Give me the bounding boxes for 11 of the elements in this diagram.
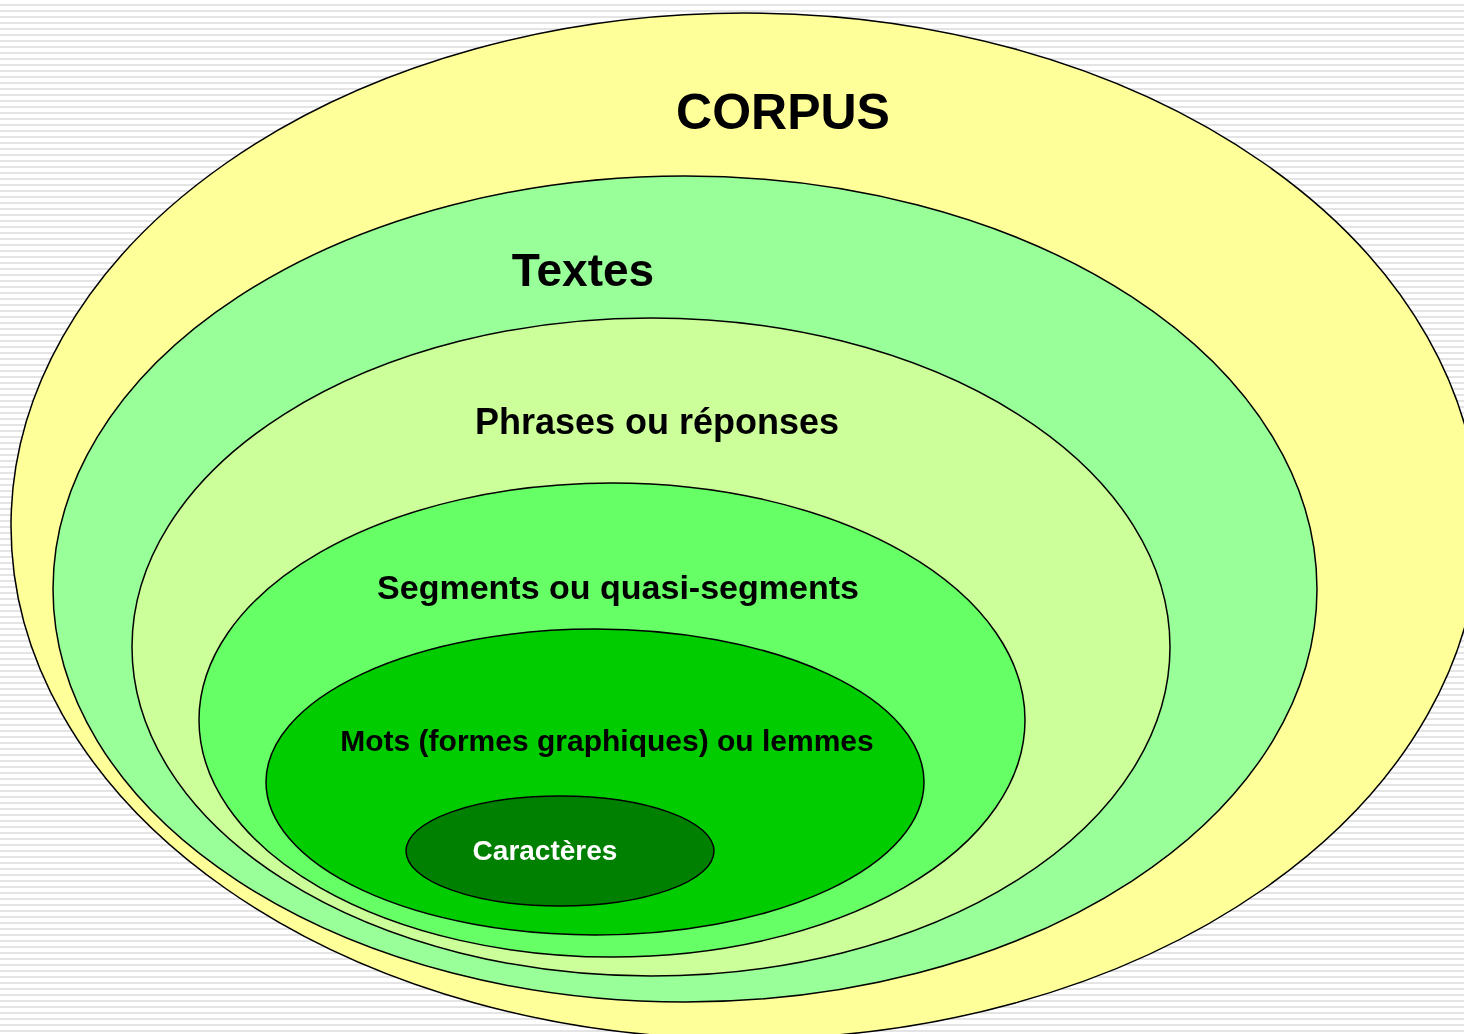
ellipse: [265, 628, 925, 936]
ellipse-label: Textes: [511, 247, 655, 293]
ellipse: [131, 317, 1171, 977]
ellipse-label: Phrases ou réponses: [474, 404, 840, 440]
ellipse-label: CORPUS: [676, 87, 890, 137]
ellipse-label: Caractères: [472, 837, 618, 865]
ellipse: [52, 175, 1318, 1003]
ellipse: [198, 482, 1026, 958]
ellipse-label: Mots (formes graphiques) ou lemmes: [340, 726, 874, 756]
ellipse: [405, 795, 715, 907]
ellipse-label: Segments ou quasi-segments: [377, 570, 859, 604]
